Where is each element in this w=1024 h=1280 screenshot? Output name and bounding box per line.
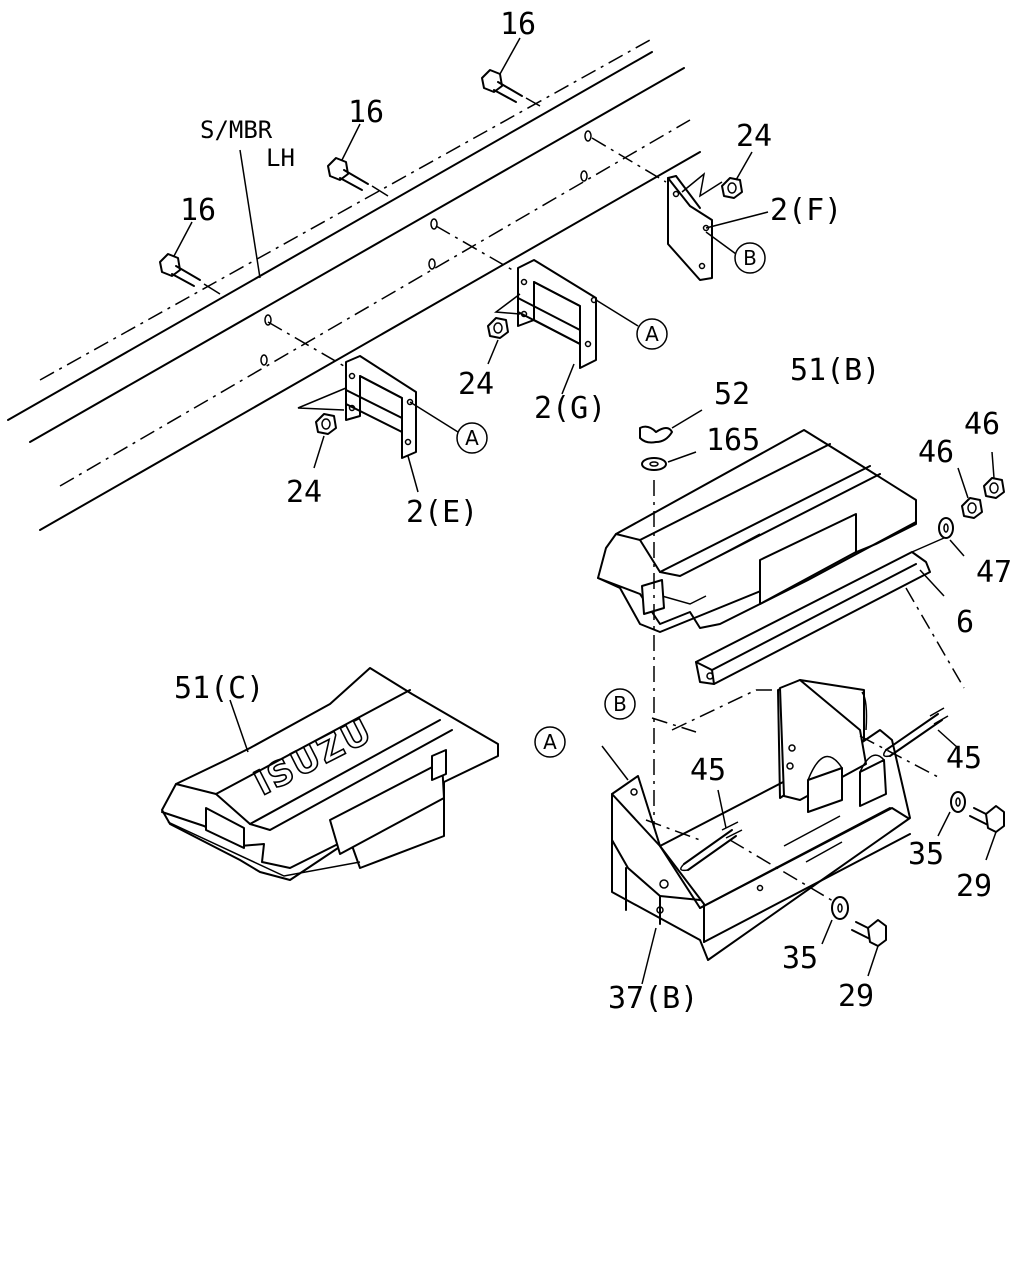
nut-24-left xyxy=(313,413,337,469)
label-45-left: 45 xyxy=(690,753,726,788)
label-6: 6 xyxy=(956,605,974,640)
ref-circle-b-2f: B xyxy=(734,242,766,274)
battery-cover-51b xyxy=(597,429,917,633)
label-2f: 2(F) xyxy=(770,193,842,228)
label-45-right: 45 xyxy=(946,741,982,776)
washer-165 xyxy=(641,451,697,834)
label-51b: 51(B) xyxy=(790,353,880,388)
label-2e: 2(E) xyxy=(406,495,478,530)
ref-circle-a-2e: A xyxy=(456,422,488,454)
bolt-29-upper xyxy=(969,805,1005,861)
bolt-16-left xyxy=(159,221,221,295)
wing-nut-52 xyxy=(639,409,703,444)
label-35-upper: 35 xyxy=(908,837,944,872)
label-16-top: 16 xyxy=(500,7,536,42)
label-24-right: 24 xyxy=(736,119,772,154)
label-46-upper: 46 xyxy=(964,407,1000,442)
battery-tray-37b xyxy=(601,679,941,985)
j-bolt-45-right xyxy=(861,691,959,758)
label-2g: 2(G) xyxy=(534,391,606,426)
label-47: 47 xyxy=(976,555,1012,590)
washer-35-upper xyxy=(937,791,966,837)
label-16-left: 16 xyxy=(180,193,216,228)
ref-circle-b-tray: B xyxy=(604,688,636,720)
bolt-16-top xyxy=(481,37,541,107)
ref-circle-a-2g: A xyxy=(636,318,668,350)
ref-circle-a-tray: A xyxy=(534,726,566,758)
washer-47 xyxy=(938,517,965,557)
nut-46-lower xyxy=(957,467,983,519)
side-member-rail xyxy=(7,39,701,531)
nut-24-right xyxy=(721,151,753,199)
label-52: 52 xyxy=(714,377,750,412)
label-24-middle: 24 xyxy=(458,367,494,402)
label-51c: 51(C) xyxy=(174,671,264,706)
bolt-29-lower xyxy=(851,919,887,977)
svg-text:A: A xyxy=(465,426,479,450)
label-16-middle: 16 xyxy=(348,95,384,130)
label-24-left: 24 xyxy=(286,475,322,510)
label-46-lower: 46 xyxy=(918,435,954,470)
label-side-member-lh: LH xyxy=(266,144,295,172)
bolt-16-middle xyxy=(327,123,389,197)
battery-cover-51c: ISUZU xyxy=(161,667,499,881)
nut-46-upper xyxy=(983,451,1005,499)
label-side-member: S/MBR xyxy=(200,116,273,144)
svg-text:B: B xyxy=(613,692,627,716)
j-bolt-45-left xyxy=(645,789,839,905)
bracket-2f xyxy=(591,137,769,281)
bracket-2g xyxy=(435,225,639,395)
label-29-upper: 29 xyxy=(956,869,992,904)
svg-text:A: A xyxy=(645,322,659,346)
label-35-lower: 35 xyxy=(782,941,818,976)
bracket-2e xyxy=(267,321,459,493)
svg-text:B: B xyxy=(743,246,757,270)
svg-text:A: A xyxy=(543,730,557,754)
washer-35-lower xyxy=(821,896,849,945)
label-165: 165 xyxy=(706,423,760,458)
label-29-lower: 29 xyxy=(838,979,874,1014)
nut-24-middle xyxy=(487,317,509,365)
label-37b: 37(B) xyxy=(608,981,698,1016)
hold-down-bar-6 xyxy=(695,537,965,689)
